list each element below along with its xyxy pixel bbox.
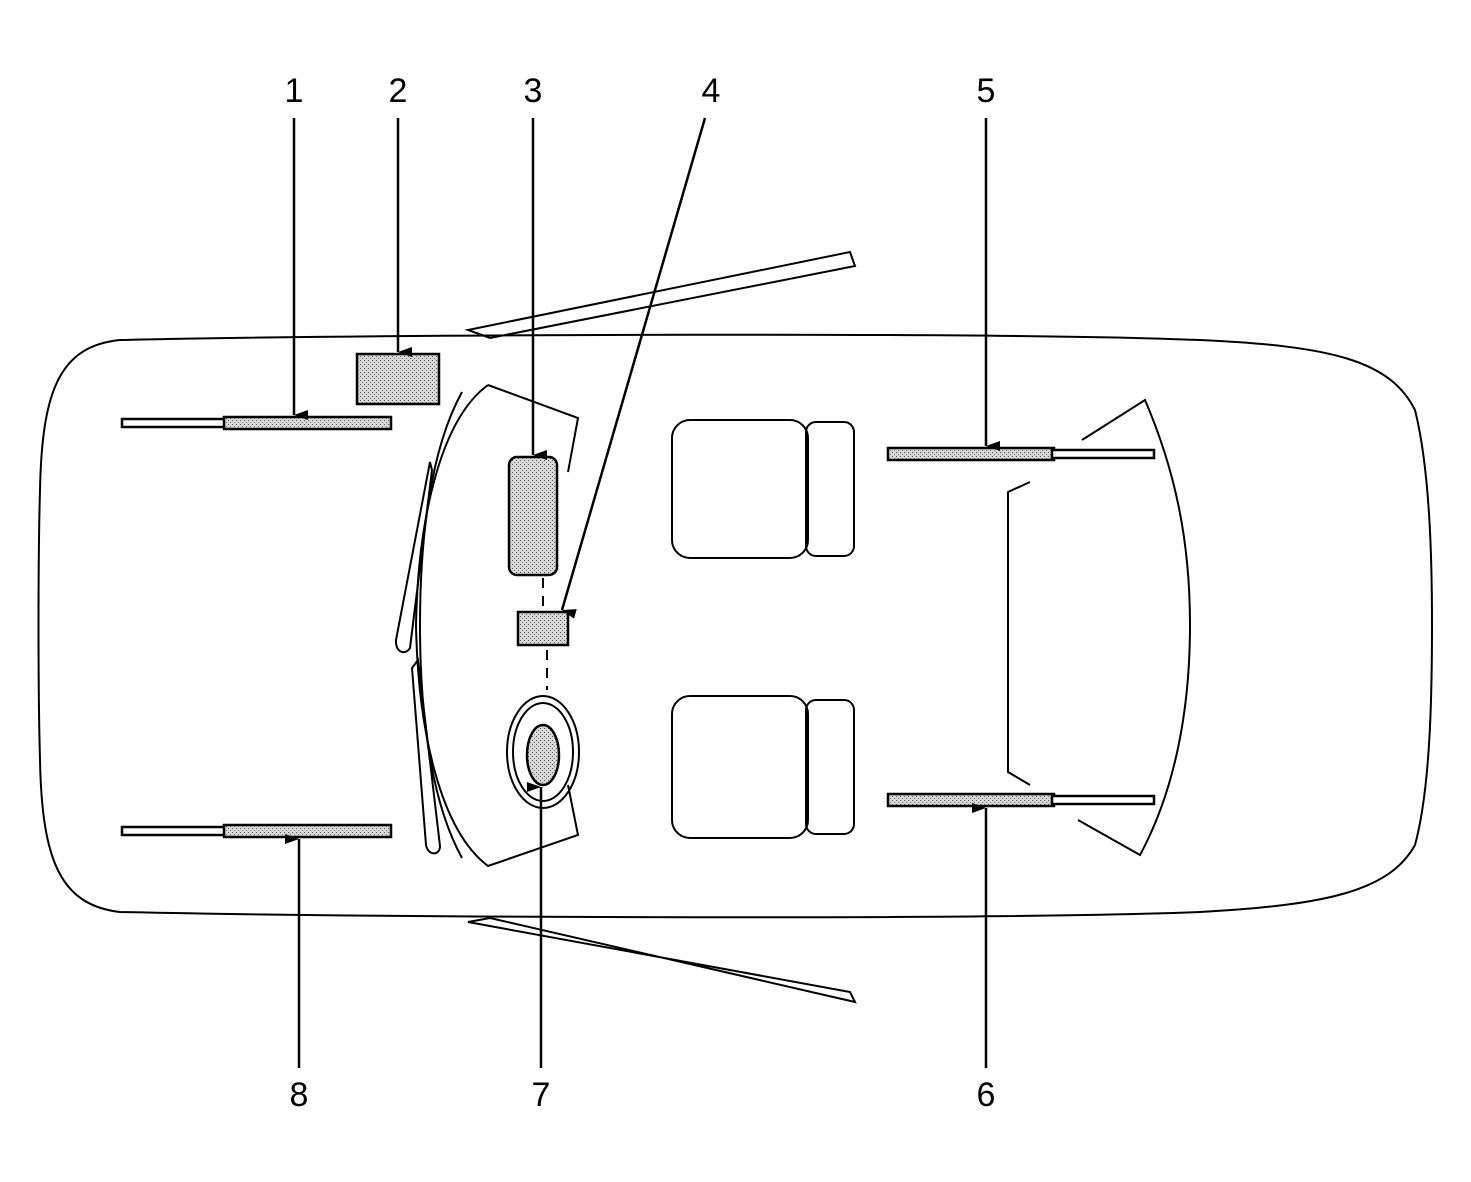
component-5-antenna <box>886 446 1156 462</box>
component-3-module <box>507 455 559 577</box>
callout-1: 1 <box>285 72 304 110</box>
component-7-sensor <box>525 723 561 787</box>
windshield-inner <box>418 391 463 859</box>
left-mirror <box>464 250 857 340</box>
callout-7: 7 <box>532 1076 551 1114</box>
lower-wiper <box>410 657 442 855</box>
leader-4 <box>560 117 707 619</box>
component-2-module <box>355 352 441 406</box>
component-1-antenna <box>120 415 393 431</box>
steering-wheel-inner <box>512 702 574 802</box>
callout-labels: 1 2 3 4 5 6 7 8 <box>285 72 996 1114</box>
component-4-module <box>516 610 570 647</box>
upper-wiper <box>394 461 434 654</box>
rear-shelf <box>1007 481 1031 786</box>
callout-2: 2 <box>389 72 408 110</box>
callout-5: 5 <box>977 72 996 110</box>
body-outline <box>37 333 1434 919</box>
rear-window <box>1077 398 1192 857</box>
windshield <box>414 384 580 868</box>
right-mirror <box>467 916 857 1004</box>
steering-wheel <box>506 695 580 809</box>
vehicle-body <box>37 250 1434 1004</box>
callout-8: 8 <box>290 1076 309 1114</box>
callout-3: 3 <box>524 72 543 110</box>
leader-lines <box>285 117 1000 1068</box>
left-front-seat <box>671 419 855 559</box>
components <box>120 352 1156 839</box>
right-front-seat <box>671 695 855 839</box>
callout-6: 6 <box>977 1076 996 1114</box>
callout-4: 4 <box>702 72 721 110</box>
component-8-antenna <box>120 823 393 839</box>
component-6-antenna <box>886 792 1156 808</box>
